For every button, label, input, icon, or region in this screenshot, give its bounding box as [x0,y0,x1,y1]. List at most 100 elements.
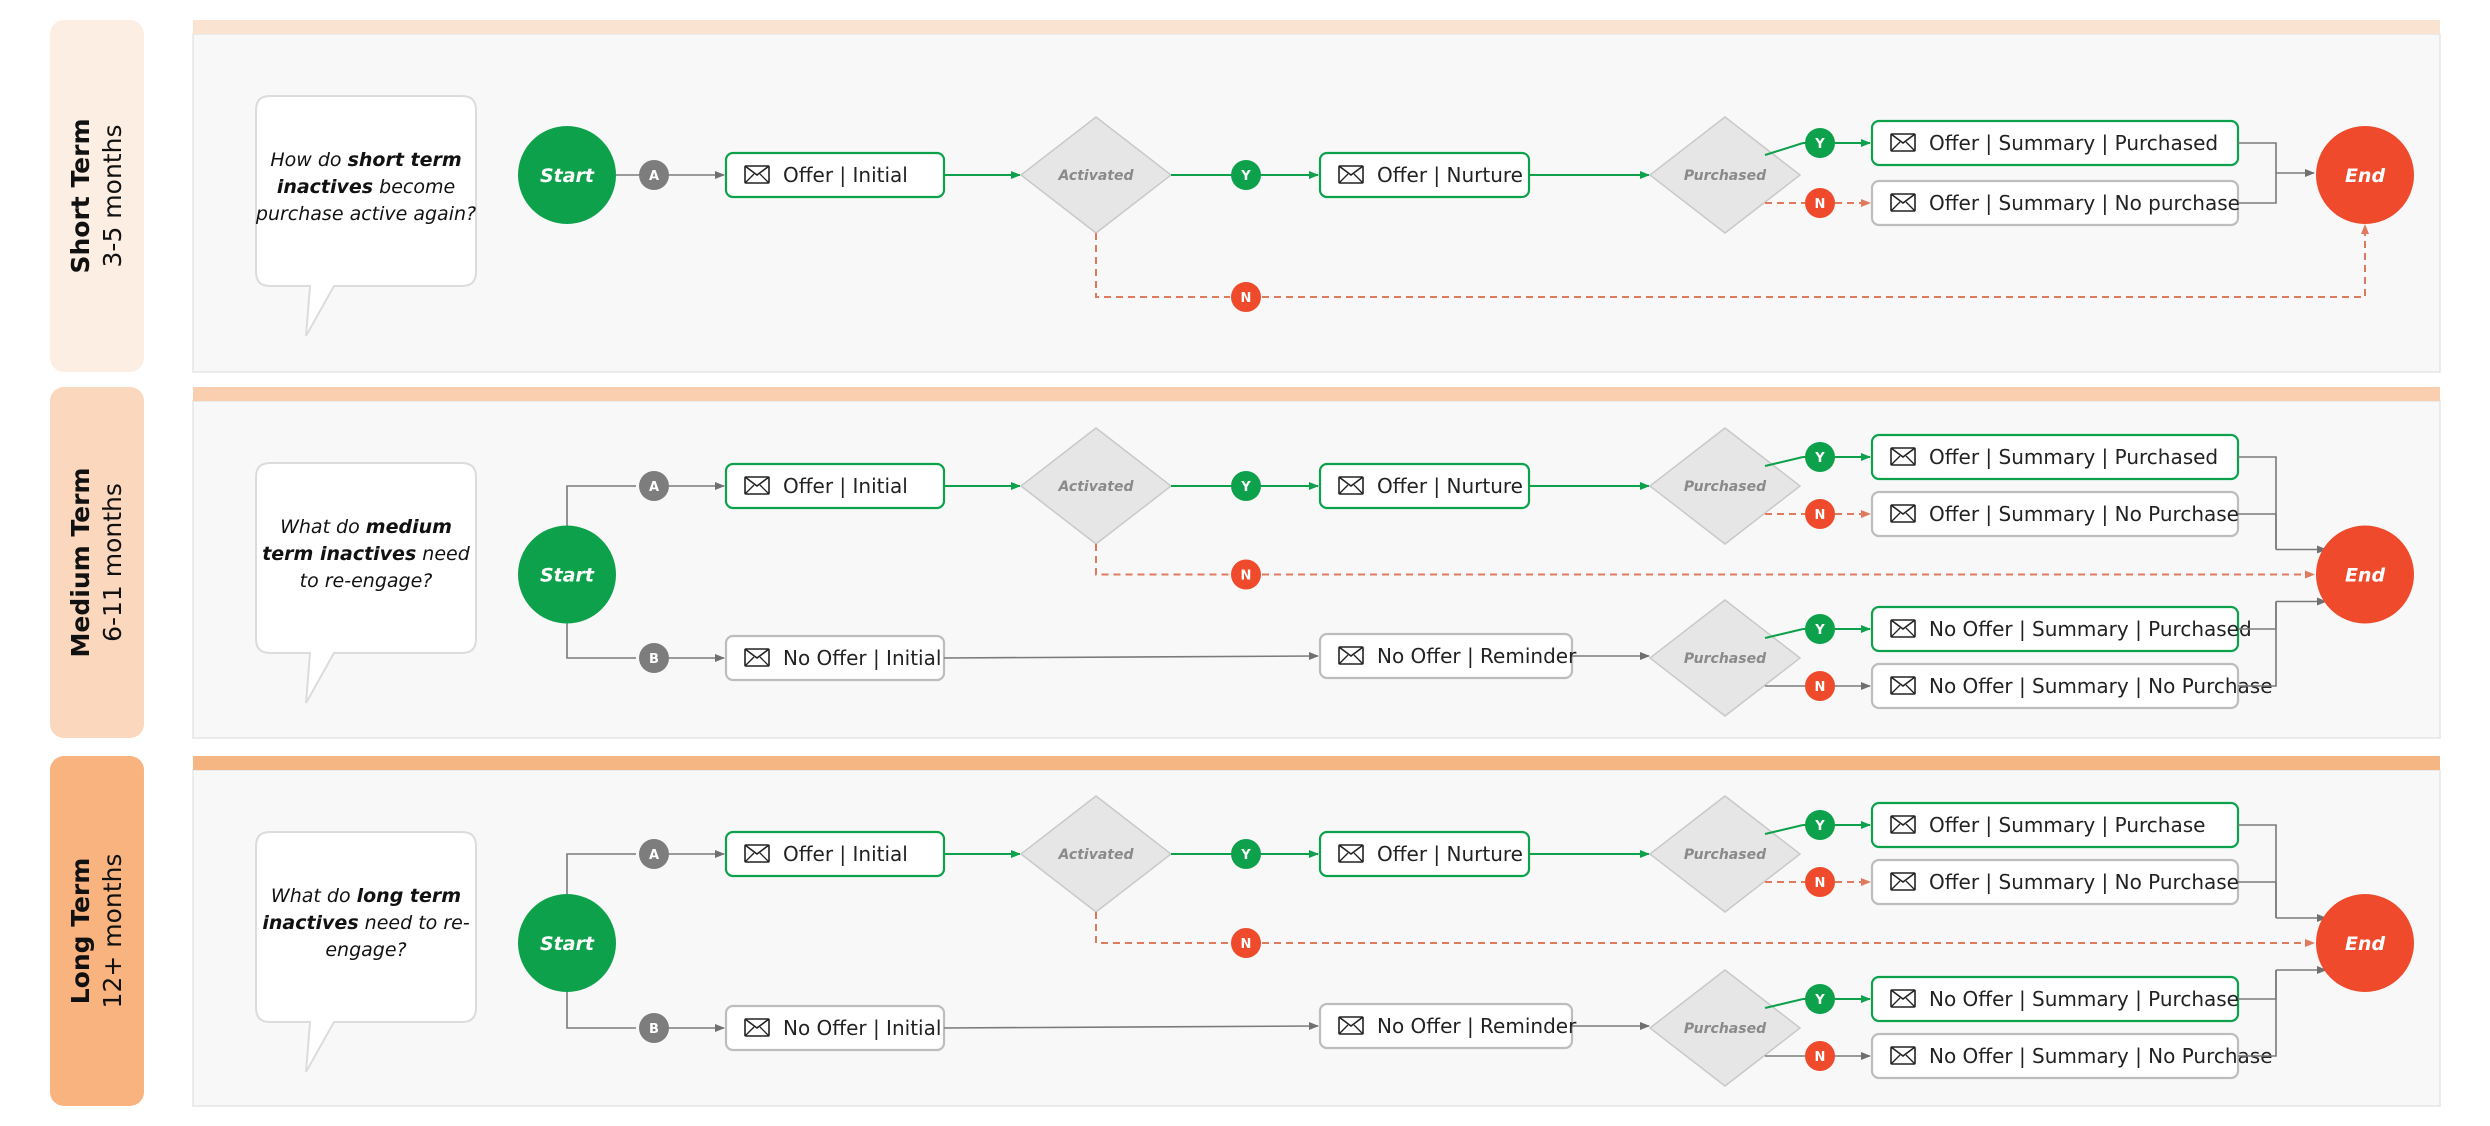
envelope-fold-right [1905,627,1916,638]
envelope-icon [744,476,770,495]
envelope-fold-left [744,852,755,863]
path-b-badge: B [639,643,669,673]
email-no-offer-summary-purchased[interactable]: No Offer | Summary | Purchase [1870,975,2240,1023]
lane-subtitle: 3-5 months [98,125,127,268]
no-badge: N [1805,1041,1835,1071]
question-segment: need to re- [359,912,470,934]
start-node[interactable]: Start [518,525,616,624]
envelope-icon [1890,619,1916,638]
email-box-label: No Offer | Initial [783,1016,941,1040]
decision-label: Activated [1058,847,1135,863]
end-node-circle [2316,525,2414,624]
decision-diamond [1648,969,1802,1087]
email-box-label: No Offer | Summary | Purchased [1929,617,2252,641]
badge-circle [639,160,669,190]
email-offer-nurture[interactable]: Offer | Nurture [1318,830,1531,878]
envelope-icon [1338,844,1364,863]
email-summary-no-purchase[interactable]: Offer | Summary | No Purchase [1870,490,2240,538]
envelope-fold-right [1905,684,1916,695]
end-node[interactable]: End [2316,894,2414,992]
badge-label: Y [1814,819,1825,834]
badge-label: N [1815,1050,1826,1065]
envelope-fold-right [1905,823,1916,834]
email-summary-purchased[interactable]: Offer | Summary | Purchased [1870,119,2240,167]
envelope-icon [1890,676,1916,695]
badge-circle [1805,128,1835,158]
edge-start-branch-a [566,485,636,526]
lane-title: Long Term [66,858,95,1005]
end-node[interactable]: End [2316,525,2414,624]
badge-circle [639,471,669,501]
lane-label-background [50,756,144,1106]
envelope-fold-right [1905,880,1916,891]
email-summary-purchased[interactable]: Offer | Summary | Purchased [1870,433,2240,481]
email-offer-nurture[interactable]: Offer | Nurture [1318,151,1531,199]
question-line: How do short term [270,149,461,171]
badge-circle [1805,810,1835,840]
email-box-label: Offer | Summary | No Purchase [1929,502,2239,526]
badge-circle [1231,471,1261,501]
envelope-fold-left [1338,852,1349,863]
envelope-body [1890,193,1916,212]
edge-b-summary-no-merge [2238,601,2277,687]
envelope-flap [1890,504,1916,515]
envelope-body [1338,165,1364,184]
email-box-label: Offer | Initial [783,474,908,498]
badge-circle [639,643,669,673]
decision-purchased: Purchased [1648,427,1802,545]
decision-diamond [1648,599,1802,717]
email-no-offer-summary-no-purchase[interactable]: No Offer | Summary | No Purchase [1870,1032,2273,1080]
path-a-badge: A [639,471,669,501]
email-box-label: No Offer | Summary | Purchase [1929,987,2239,1011]
start-node[interactable]: Start [518,126,616,224]
question-line: engage? [325,939,406,961]
email-no-offer-summary-no-purchase[interactable]: No Offer | Summary | No Purchase [1870,662,2273,710]
question-segment: become [373,176,455,198]
email-no-offer-initial[interactable]: No Offer | Initial [724,634,946,682]
path-b-badge: B [639,1013,669,1043]
envelope-icon [1338,1016,1364,1035]
badge-label: Y [1240,848,1251,863]
envelope-flap [744,844,770,855]
decision-diamond [1648,116,1802,234]
no-badge: N [1231,928,1261,958]
start-node[interactable]: Start [518,894,616,992]
yes-badge: Y [1805,984,1835,1014]
envelope-fold-left [1890,201,1901,212]
envelope-fold-right [1905,512,1916,523]
end-node-label: End [2345,933,2386,955]
envelope-fold-left [744,173,755,184]
email-offer-nurture[interactable]: Offer | Nurture [1318,462,1531,510]
email-summary-no-purchase[interactable]: Offer | Summary | No purchase [1870,179,2240,227]
question-segment: inactives [262,912,358,934]
email-box-label: Offer | Nurture [1377,842,1523,866]
yes-badge: Y [1805,442,1835,472]
decision-label: Purchased [1684,651,1767,667]
envelope-fold-left [1890,997,1901,1008]
email-offer-initial[interactable]: Offer | Initial [724,830,946,878]
envelope-fold-right [1905,201,1916,212]
email-no-offer-reminder[interactable]: No Offer | Reminder [1318,632,1577,680]
email-no-offer-reminder[interactable]: No Offer | Reminder [1318,1002,1577,1050]
lane-title: Short Term [66,118,95,273]
email-box-label: No Offer | Summary | No Purchase [1929,1044,2273,1068]
email-box-label: Offer | Summary | Purchase [1929,813,2205,837]
email-no-offer-summary-purchased[interactable]: No Offer | Summary | Purchased [1870,605,2252,653]
envelope-flap [744,165,770,176]
end-node[interactable]: End [2316,126,2414,224]
question-line: What do long term [271,885,461,907]
envelope-body [1338,844,1364,863]
email-no-offer-initial[interactable]: No Offer | Initial [724,1004,946,1052]
envelope-body [1890,133,1916,152]
envelope-fold-right [1353,654,1364,665]
email-offer-initial[interactable]: Offer | Initial [724,151,946,199]
bubble-shape [255,95,477,337]
envelope-body [1890,989,1916,1008]
email-offer-initial[interactable]: Offer | Initial [724,462,946,510]
email-summary-purchased[interactable]: Offer | Summary | Purchase [1870,801,2240,849]
email-summary-no-purchase[interactable]: Offer | Summary | No Purchase [1870,858,2240,906]
decision-activated: Activated [1019,795,1173,913]
envelope-icon [1890,989,1916,1008]
